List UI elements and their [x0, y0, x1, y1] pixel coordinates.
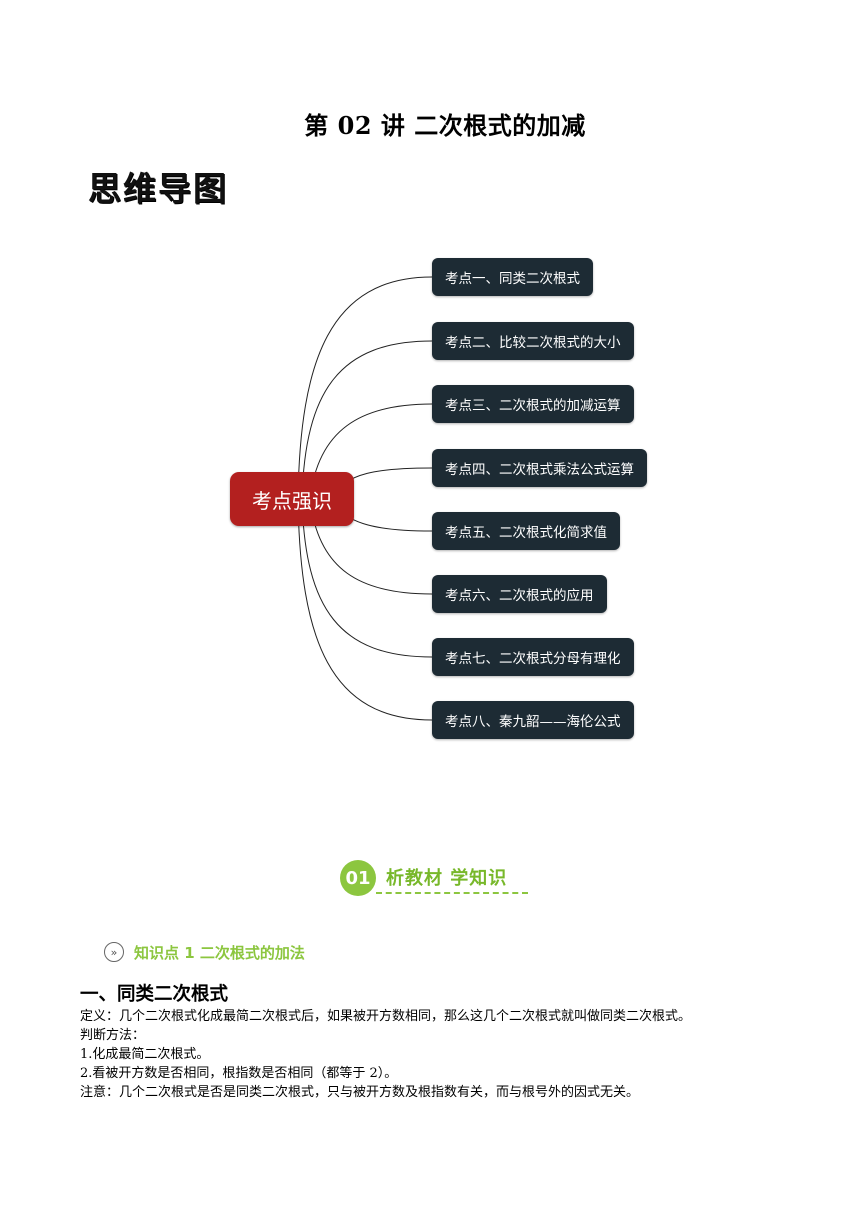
connector-7	[301, 498, 433, 658]
knowledge-point-label: 知识点 1 二次根式的加法	[134, 943, 305, 962]
definition-line: 定义：几个二次根式化成最简二次根式后，如果被开方数相同，那么这几个二次根式就叫做…	[80, 1009, 692, 1024]
mindmap-central-node: 考点强识	[230, 472, 354, 526]
method-label-line: 判断方法：	[80, 1028, 146, 1043]
mindmap-leaf-1: 考点一、同类二次根式	[432, 258, 593, 296]
method-step-2: 2.看被开方数是否相同，根指数是否相同（都等于 2）。	[80, 1066, 398, 1081]
mindmap-leaf-5: 考点五、二次根式化简求值	[432, 512, 620, 550]
double-chevron-right-icon: »	[104, 942, 124, 962]
note-line: 注意：几个二次根式是否是同类二次根式，只与被开方数及根指数有关，而与根号外的因式…	[80, 1085, 640, 1100]
document-title: 第 02 讲 二次根式的加减	[304, 111, 586, 140]
section-body: 定义：几个二次根式化成最简二次根式后，如果被开方数相同，那么这几个二次根式就叫做…	[80, 1007, 840, 1102]
section-banner-title: 析教材 学知识	[386, 868, 508, 889]
knowledge-point-heading: » 知识点 1 二次根式的加法	[104, 940, 305, 964]
mindmap-leaf-8: 考点八、秦九韶——海伦公式	[432, 701, 634, 739]
section-heading: 一、同类二次根式	[80, 984, 229, 1005]
section-banner-underline	[376, 892, 528, 894]
method-step-1: 1.化成最简二次根式。	[80, 1047, 210, 1062]
section-banner: 01 析教材 学知识	[340, 858, 540, 898]
mindmap-leaf-3: 考点三、二次根式的加减运算	[432, 385, 634, 423]
mindmap-leaf-2: 考点二、比较二次根式的大小	[432, 322, 634, 360]
connector-2	[301, 340, 433, 500]
connector-1	[297, 276, 433, 500]
section-number-badge: 01	[340, 860, 376, 896]
mindmap-leaf-7: 考点七、二次根式分母有理化	[432, 638, 634, 676]
mindmap-leaf-4: 考点四、二次根式乘法公式运算	[432, 449, 647, 487]
connector-8	[297, 498, 433, 721]
mindmap-leaf-6: 考点六、二次根式的应用	[432, 575, 607, 613]
mindmap-heading: 思维导图	[88, 169, 228, 208]
